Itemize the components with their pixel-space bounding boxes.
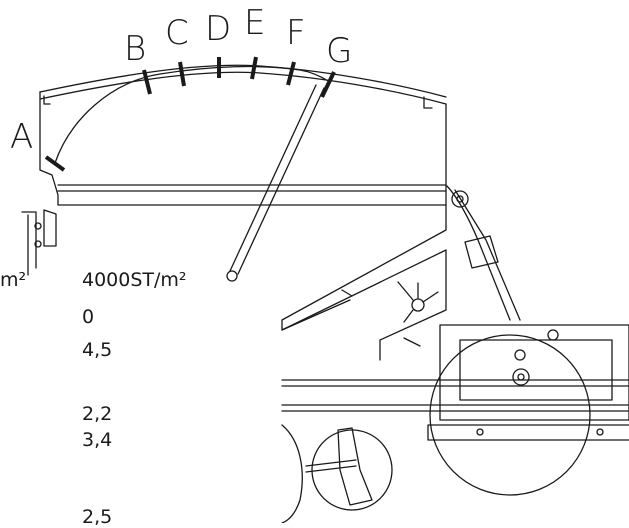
frame-beam-lower	[281, 404, 629, 412]
lower-bar	[427, 424, 629, 441]
position-label-c: C	[165, 13, 189, 53]
wheel-hub-inner	[517, 373, 525, 381]
lower-bar-bolt-2	[596, 428, 604, 436]
coulter-tine	[337, 427, 373, 506]
lever-pivot	[226, 270, 238, 282]
hopper-lid-inner	[39, 71, 447, 105]
frame-beam-upper	[281, 379, 629, 387]
rate-value-5: 2,5	[82, 506, 113, 528]
wheel	[429, 334, 591, 496]
lower-bar-bolt	[476, 428, 484, 436]
funnel-detail	[341, 289, 421, 347]
left-bracket-hole	[34, 222, 42, 230]
hopper-lid-outer	[39, 64, 447, 98]
rate-value-2: 4,5	[82, 339, 113, 361]
rate-value-4: 3,4	[82, 429, 113, 451]
hopper-corner-detail	[43, 95, 51, 105]
left-bracket-hole-2	[34, 240, 42, 248]
tick-a	[44, 155, 66, 172]
agitator-arms	[397, 281, 439, 323]
housing-bolt-2	[514, 349, 526, 361]
hydraulic-cylinder	[464, 235, 499, 269]
funnel-inner	[281, 299, 351, 331]
hopper-body	[39, 91, 447, 206]
coulter-disc-partial	[281, 424, 303, 523]
position-label-d: D	[205, 9, 232, 49]
rate-value-1: 0	[82, 306, 95, 328]
arm-pivot-outer	[451, 190, 469, 208]
position-label-e: E	[244, 3, 266, 43]
rate-value-3: 2,2	[82, 403, 113, 425]
rate-header-right: 4000ST/m²	[82, 269, 187, 291]
hydraulic-arm	[446, 185, 521, 321]
adjustment-arc	[54, 65, 331, 164]
agitator-hub	[411, 298, 425, 312]
rate-header-left: m²	[0, 269, 27, 291]
tick-e	[250, 56, 258, 80]
wheel-hub-outer	[512, 368, 530, 386]
position-label-g: G	[326, 31, 353, 71]
coulter-arm	[305, 459, 357, 473]
tick-g	[320, 71, 336, 98]
funnel	[281, 204, 447, 361]
hopper-corner-detail-2	[423, 96, 433, 109]
tick-f	[286, 61, 296, 86]
right-housing-inner	[459, 339, 613, 401]
position-label-f: F	[286, 13, 306, 53]
position-label-b: B	[124, 29, 147, 69]
tick-c	[178, 61, 186, 87]
lever-handle-b	[237, 87, 325, 275]
arm-pivot-inner	[456, 195, 464, 203]
housing-bolt	[547, 329, 559, 341]
tick-b	[142, 69, 152, 95]
position-label-a: A	[10, 117, 34, 157]
right-housing	[439, 324, 629, 421]
left-bracket	[21, 209, 57, 276]
lever-handle-a	[229, 84, 317, 272]
